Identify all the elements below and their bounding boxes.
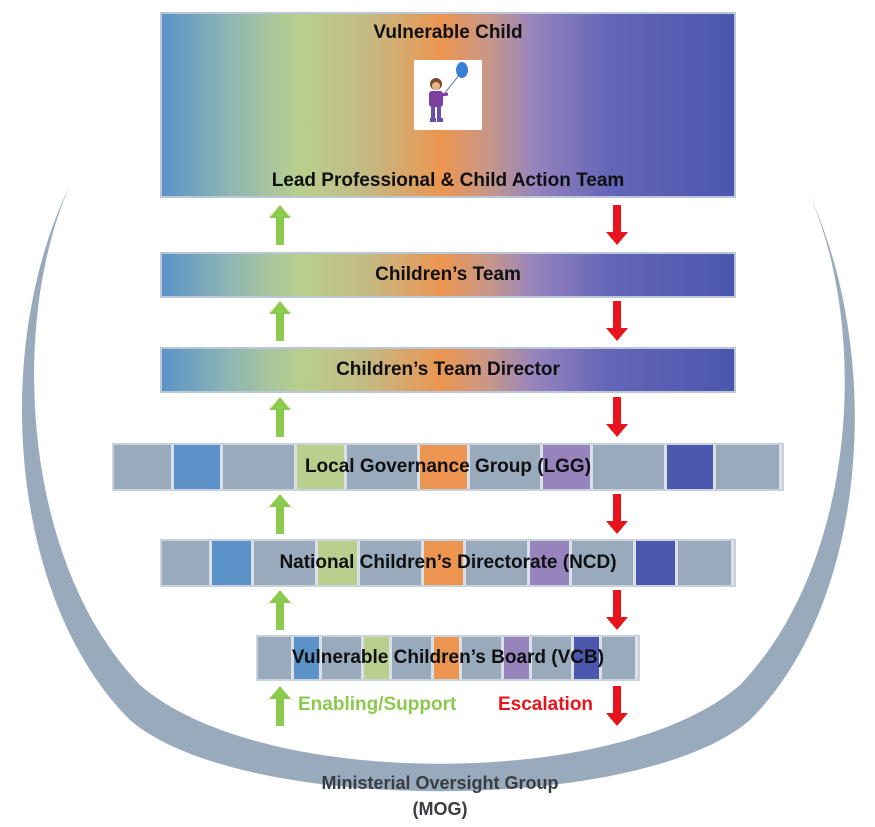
vcb-box: Vulnerable Children’s Board (VCB) bbox=[256, 635, 640, 681]
mog-line-2: (MOG) bbox=[412, 799, 468, 819]
ncd-box: National Children’s Directorate (NCD) bbox=[160, 539, 736, 587]
mog-line-1: Ministerial Oversight Group bbox=[321, 773, 559, 793]
enabling-support-label: Enabling/Support bbox=[298, 694, 457, 715]
mog-label: Ministerial Oversight Group (MOG) bbox=[240, 770, 640, 822]
childrens-team-label: Children’s Team bbox=[375, 264, 521, 285]
vulnerable-child-title: Vulnerable Child bbox=[373, 22, 523, 43]
down-arrow-icon bbox=[606, 686, 628, 726]
down-arrow-icon bbox=[606, 301, 628, 341]
up-arrow-icon bbox=[269, 205, 291, 245]
escalation-label: Escalation bbox=[498, 694, 594, 715]
childrens-team-box: Children’s Team bbox=[160, 252, 736, 298]
down-arrow-icon bbox=[606, 494, 628, 534]
up-arrow-icon bbox=[269, 590, 291, 630]
up-arrow-icon bbox=[269, 301, 291, 341]
up-arrow-icon bbox=[269, 686, 291, 726]
child-with-balloon-icon bbox=[414, 60, 482, 130]
up-arrow-icon bbox=[269, 494, 291, 534]
lead-professional-label: Lead Professional & Child Action Team bbox=[271, 170, 625, 191]
down-arrow-icon bbox=[606, 590, 628, 630]
down-arrow-icon bbox=[606, 397, 628, 437]
up-arrow-icon bbox=[269, 397, 291, 437]
childrens-team-director-box: Children’s Team Director bbox=[160, 347, 736, 393]
down-arrow-icon bbox=[606, 205, 628, 245]
childrens-team-director-label: Children’s Team Director bbox=[336, 359, 560, 380]
